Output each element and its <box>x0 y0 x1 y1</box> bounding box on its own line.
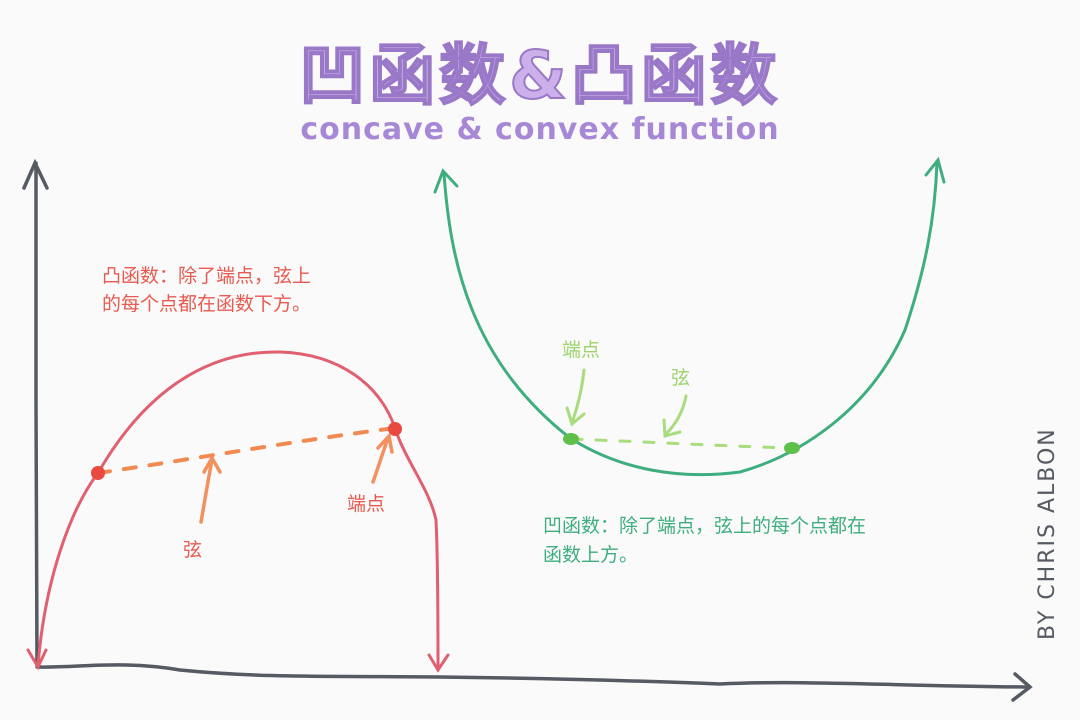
concave-endpoint <box>563 433 579 445</box>
endpoint-pointer-arrow-icon <box>371 436 390 484</box>
arrow-down-icon <box>26 648 48 671</box>
convex-chord-label: 弦 <box>183 539 203 561</box>
axes <box>22 158 1033 702</box>
convex-chord <box>96 426 397 475</box>
arrow-up-icon <box>433 168 459 194</box>
convex-endpoint-label: 端点 <box>347 493 386 515</box>
concave-description-line1: 凹函数：除了端点，弦上的每个点都在 <box>543 515 867 537</box>
convex-curve <box>26 350 450 673</box>
concave-chord <box>570 437 794 450</box>
arrow-down-icon <box>427 653 450 673</box>
convex-description-line1: 凸函数：除了端点，弦上 <box>102 265 312 287</box>
x-axis <box>35 663 1029 689</box>
title-english: concave & convex function <box>300 112 780 147</box>
y-axis-arrow-icon <box>22 158 49 190</box>
concave-chord-label: 弦 <box>671 367 691 389</box>
title-chinese: 凹函数&凸函数 <box>298 36 781 115</box>
convex-endpoint <box>91 466 105 480</box>
convex-endpoint <box>388 422 402 436</box>
y-axis <box>34 161 39 667</box>
concave-description-line2: 函数上方。 <box>543 544 639 566</box>
chord-pointer-arrow-icon <box>664 394 688 436</box>
signature: BY CHRIS ALBON <box>1035 427 1060 640</box>
concave-endpoint-label: 端点 <box>562 339 601 361</box>
concave-curve <box>433 156 946 477</box>
x-axis-arrow-icon <box>1011 672 1033 702</box>
endpoint-pointer-arrow-icon <box>571 368 586 422</box>
chord-pointer-arrow-icon <box>199 458 214 524</box>
arrow-up-icon <box>924 156 946 184</box>
concave-endpoint <box>784 442 800 454</box>
convex-description-line2: 的每个点都在函数下方。 <box>102 293 312 315</box>
